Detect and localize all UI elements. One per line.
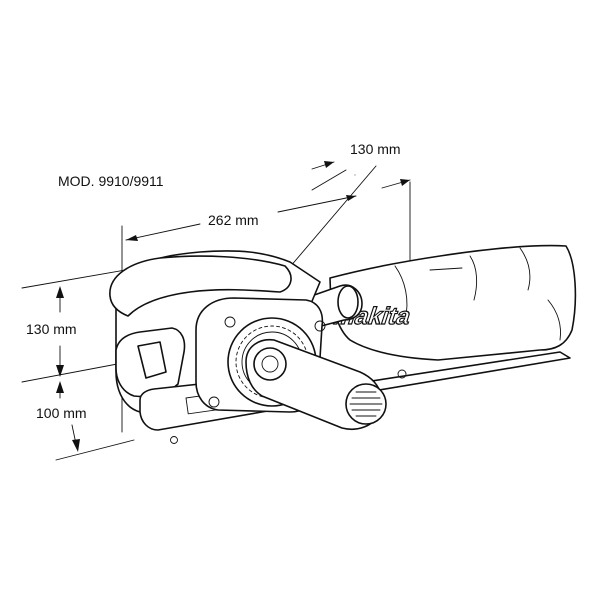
depth-dimension-label: 100 mm <box>36 405 87 421</box>
arrow-head <box>324 161 334 168</box>
bag-crease <box>519 247 531 291</box>
extension-line <box>21 361 129 383</box>
arrow-head <box>126 235 138 241</box>
screw <box>208 396 220 408</box>
bag-crease <box>469 255 478 301</box>
top-handle <box>109 255 292 317</box>
bag-crease <box>429 267 463 271</box>
arrow-head <box>56 365 64 377</box>
length-dimension-label: 262 mm <box>208 212 259 228</box>
arrow-head <box>400 179 410 186</box>
screw <box>397 369 407 379</box>
screw <box>224 316 236 328</box>
arrow-head <box>56 286 64 298</box>
length-262-dimension-line <box>277 195 357 213</box>
model-label: MOD. 9910/9911 <box>58 173 164 189</box>
extension-line <box>311 169 347 191</box>
nozzle-ring <box>337 285 359 319</box>
screw <box>314 320 326 332</box>
height-dimension-label: 130 mm <box>26 321 77 337</box>
belt-sander: makita <box>109 244 577 444</box>
extension-line <box>55 439 135 461</box>
screw <box>170 436 178 444</box>
arrow-head <box>72 439 80 452</box>
labels: MOD. 9910/9911 262 mm 130 mm 130 mm 100 … <box>26 141 401 421</box>
bag-crease <box>547 299 561 341</box>
arrow-head <box>346 195 356 201</box>
length-262-dimension-line <box>125 223 201 241</box>
front-roller-cap <box>253 347 287 381</box>
arrow-head <box>56 381 64 393</box>
bag-crease <box>394 265 408 321</box>
dust-bag <box>329 244 577 361</box>
trigger-switch <box>137 341 167 379</box>
width-dimension-label: 130 mm <box>350 141 401 157</box>
